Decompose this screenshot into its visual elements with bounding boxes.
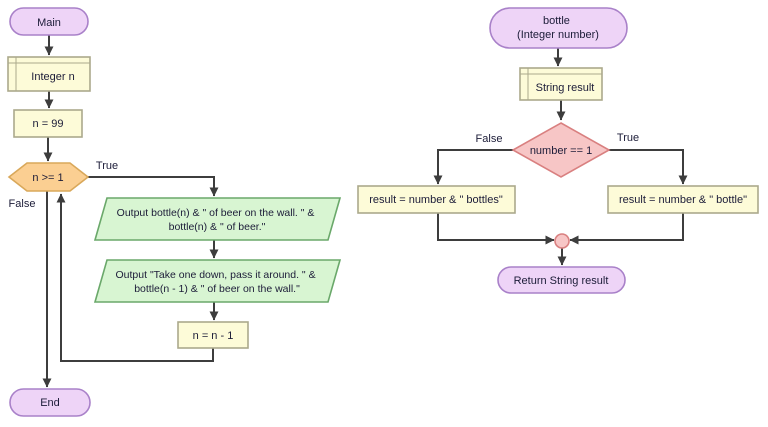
main-start-terminal[interactable]: Main [9,7,89,36]
assign-result-bottle-label: result = number & " bottle" [619,194,747,206]
merge-junction[interactable] [554,233,570,249]
if-true-branch-label: True [617,132,639,144]
declare-integer-n-label: Integer n [31,71,74,83]
output-take-one-down-label: Output "Take one down, pass it around. "… [116,269,319,295]
connector-loop-true [88,176,219,197]
connector-false-branch-to-merge [437,213,555,245]
assign-n-decrement[interactable]: n = n - 1 [177,321,249,349]
loop-false-branch-label: False [9,198,36,210]
if-number-equals-one-label: number == 1 [530,145,592,157]
bottle-function-name: bottle [543,15,570,27]
connector-if-false [433,149,513,185]
main-end-terminal[interactable]: End [9,388,91,417]
assign-n-decrement-label: n = n - 1 [193,330,234,342]
loop-true-branch-label: True [96,160,118,172]
if-false-branch-label: False [476,133,503,145]
assign-n-init[interactable]: n = 99 [13,109,83,138]
bottle-function-terminal[interactable]: bottle (Integer number) [489,7,628,49]
if-number-equals-one[interactable]: number == 1 [511,122,611,178]
declare-string-result-label: String result [536,82,595,94]
output-take-one-down-line2: bottle(n - 1) & " of beer on the wall." [134,283,300,295]
output-beer-on-wall-line1: Output bottle(n) & " of beer on the wall… [117,207,315,219]
bottle-function-label: bottle (Integer number) [517,15,599,41]
output-beer-on-wall-line2: bottle(n) & " of beer." [169,221,266,233]
declare-string-result[interactable]: String result [519,67,603,101]
return-terminal[interactable]: Return String result [497,266,626,294]
output-beer-on-wall[interactable]: Output bottle(n) & " of beer on the wall… [93,197,342,241]
while-loop-condition-label: n >= 1 [32,172,63,184]
main-end-label: End [40,397,60,409]
while-loop-condition[interactable]: n >= 1 [7,162,90,192]
declare-inner-lines [520,68,602,100]
assign-result-bottles[interactable]: result = number & " bottles" [357,185,516,214]
assign-result-bottles-label: result = number & " bottles" [369,194,503,206]
assign-n-init-label: n = 99 [33,118,64,130]
declare-integer-n[interactable]: Integer n [7,56,91,92]
connector-true-branch-to-merge [569,213,684,245]
connector-if-true [609,149,688,185]
return-terminal-label: Return String result [514,275,609,287]
declare-inner-lines [8,57,90,91]
main-start-label: Main [37,17,61,29]
output-beer-on-wall-label: Output bottle(n) & " of beer on the wall… [117,207,318,233]
output-take-one-down-line1: Output "Take one down, pass it around. "… [116,269,316,281]
connector-loop-back [56,193,214,362]
output-take-one-down[interactable]: Output "Take one down, pass it around. "… [93,259,342,303]
assign-result-bottle[interactable]: result = number & " bottle" [607,185,759,214]
bottle-function-params: (Integer number) [517,29,599,41]
